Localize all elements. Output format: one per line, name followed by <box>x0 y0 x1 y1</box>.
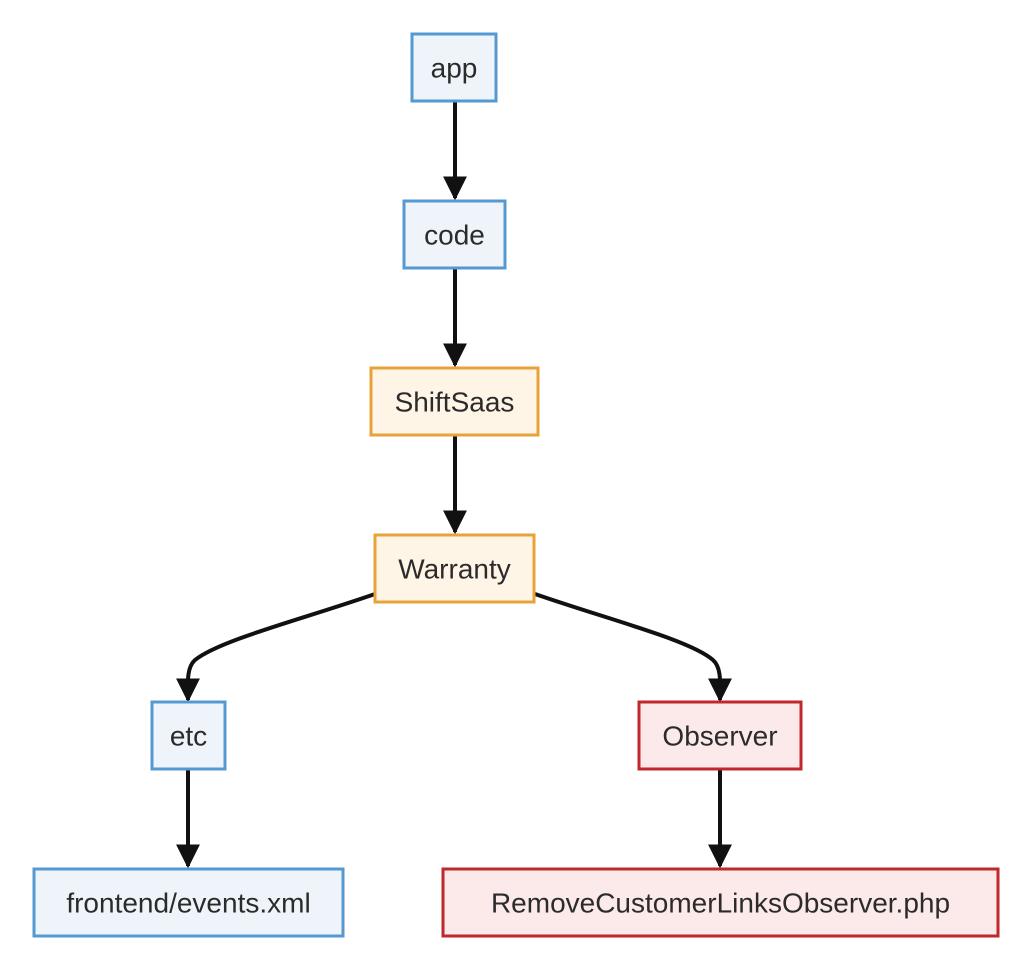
node-label: etc <box>170 721 207 752</box>
edge-warranty-observer <box>534 592 733 703</box>
node-label: code <box>424 220 485 251</box>
node-etc[interactable]: etc <box>150 700 227 771</box>
node-warranty[interactable]: Warranty <box>373 533 536 604</box>
edges <box>175 102 733 869</box>
node-label: Warranty <box>398 554 511 585</box>
edge-warranty-etc <box>175 592 376 703</box>
node-frontend-events-xml[interactable]: frontend/events.xml <box>32 867 345 938</box>
node-label: frontend/events.xml <box>66 888 310 919</box>
node-shiftsaas[interactable]: ShiftSaas <box>369 366 540 437</box>
node-label: ShiftSaas <box>395 387 515 418</box>
node-code[interactable]: code <box>402 199 507 270</box>
node-observer[interactable]: Observer <box>637 700 803 771</box>
node-label: Observer <box>662 721 777 752</box>
node-label: app <box>431 53 478 84</box>
node-remove-customer-links-observer[interactable]: RemoveCustomerLinksObserver.php <box>441 867 1000 938</box>
node-label: RemoveCustomerLinksObserver.php <box>491 888 950 919</box>
node-app[interactable]: app <box>410 32 498 103</box>
